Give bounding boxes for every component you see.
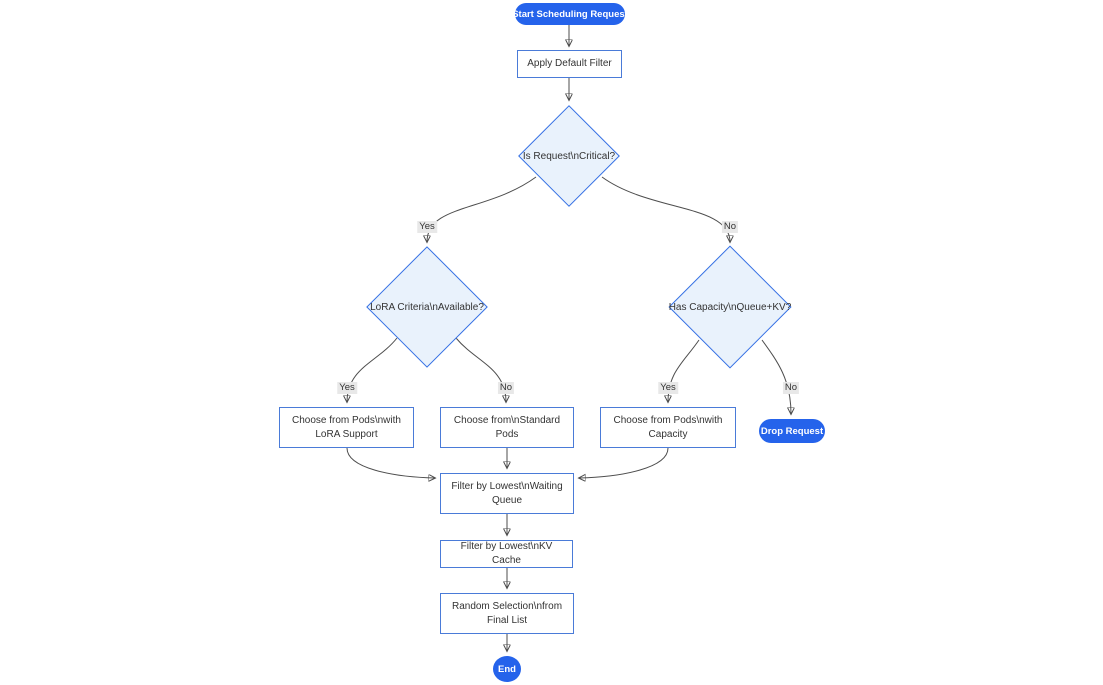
has-capacity-label: Has Capacity\nQueue+KV? [668, 301, 792, 313]
end-node: End [493, 656, 521, 682]
random-selection-node: Random Selection\nfrom Final List [440, 593, 574, 634]
edge-label-critical-no: No [721, 221, 739, 233]
choose-lora-pods-node: Choose from Pods\nwith LoRA Support [279, 407, 414, 448]
edge-capacity-yes-to-capacitypods [668, 339, 700, 402]
has-capacity-decision: Has Capacity\nQueue+KV? [668, 245, 792, 369]
end-node-label: End [498, 663, 516, 675]
edge-capacity-no-to-drop [761, 339, 791, 414]
edge-label-capacity-no: No [782, 382, 800, 394]
choose-lora-pods-label: Choose from Pods\nwith LoRA Support [292, 414, 401, 440]
filter-kv-cache-label: Filter by Lowest\nKV Cache [460, 541, 553, 566]
choose-standard-pods-node: Choose from\nStandard Pods [440, 407, 574, 448]
edge-label-critical-yes: Yes [417, 221, 437, 233]
is-critical-label: Is Request\nCritical? [522, 150, 616, 162]
random-selection-label: Random Selection\nfrom Final List [451, 600, 563, 626]
edge-label-lora-yes: Yes [337, 382, 357, 394]
filter-waiting-queue-node: Filter by Lowest\nWaiting Queue [440, 473, 574, 514]
filter-kv-cache-node: Filter by Lowest\nKV Cache [440, 540, 573, 568]
drop-request-label: Drop Request [760, 425, 824, 437]
apply-default-filter-node: Apply Default Filter [517, 50, 622, 78]
edge-label-lora-no: No [497, 382, 515, 394]
start-node: Start Scheduling Request [512, 3, 628, 25]
lora-criteria-label: LoRA Criteria\nAvailable? [370, 301, 484, 313]
choose-capacity-pods-node: Choose from Pods\nwith Capacity [600, 407, 736, 448]
start-node-label: Start Scheduling Request [512, 8, 628, 20]
edge-label-capacity-yes: Yes [658, 382, 678, 394]
edge-lorapods-to-filterqueue [346, 447, 435, 478]
apply-default-filter-label: Apply Default Filter [527, 58, 612, 69]
drop-request-node: Drop Request [759, 419, 825, 443]
filter-waiting-queue-label: Filter by Lowest\nWaiting Queue [451, 480, 563, 506]
choose-capacity-pods-label: Choose from Pods\nwith Capacity [613, 414, 723, 440]
edge-capacitypods-to-filterqueue [579, 447, 669, 478]
choose-standard-pods-label: Choose from\nStandard Pods [453, 414, 561, 440]
is-critical-decision: Is Request\nCritical? [518, 105, 620, 207]
lora-criteria-decision: LoRA Criteria\nAvailable? [366, 246, 488, 368]
edge-critical-no-to-capacity [601, 176, 730, 242]
